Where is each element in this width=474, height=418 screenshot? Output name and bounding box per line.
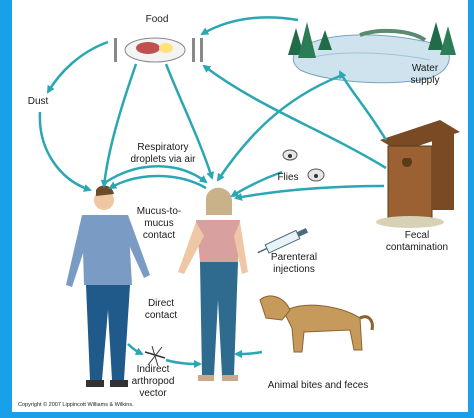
mosquito-icon	[145, 346, 165, 366]
label-water-supply: Water supply	[390, 63, 460, 87]
dog-icon	[260, 296, 372, 352]
label-animal-bites: Animal bites and feces	[248, 380, 388, 392]
arrow-man-to-mosquito	[128, 344, 142, 354]
outhouse-icon	[376, 120, 460, 228]
label-fecal-contamination: Fecal contamination	[372, 230, 462, 254]
label-dust: Dust	[18, 96, 58, 108]
arrow-dust-to-man	[40, 112, 90, 190]
arrow-outhouse-to-woman	[236, 186, 384, 198]
label-parenteral-injections: Parenteral injections	[254, 252, 334, 276]
arrow-respiratory-to-woman	[106, 166, 206, 182]
label-flies: Flies	[268, 172, 308, 184]
label-direct-contact: Direct contact	[126, 298, 196, 322]
label-food: Food	[137, 14, 177, 26]
arrow-respiratory-to-man	[110, 176, 206, 188]
arrow-food-to-man	[104, 64, 136, 186]
arrow-water-to-woman	[218, 76, 340, 180]
food-plate-icon	[114, 38, 203, 62]
label-mucus-contact: Mucus-to- mucus contact	[124, 206, 194, 242]
copyright-notice: Copyright © 2007 Lippincott Williams & W…	[18, 402, 134, 408]
arrow-water-to-food	[202, 17, 298, 34]
arrow-food-dust-loop	[48, 42, 108, 92]
label-respiratory-droplets: Respiratory droplets via air	[108, 142, 218, 166]
label-indirect-vector: Indirect arthropod vector	[118, 364, 188, 400]
arrow-dog-to-woman	[236, 352, 262, 354]
